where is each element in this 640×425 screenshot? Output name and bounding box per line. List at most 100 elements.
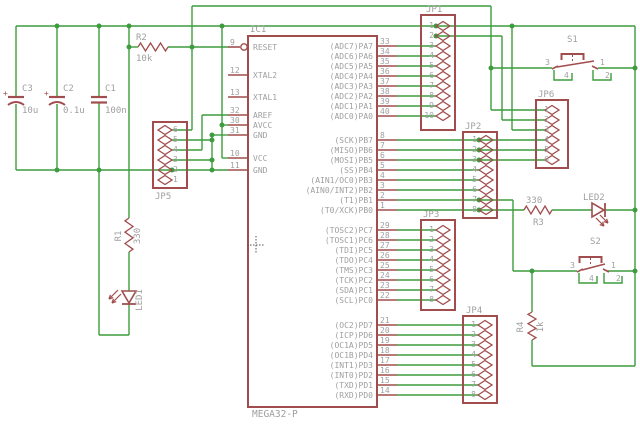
switch-terminal-loop[interactable] [592, 70, 612, 81]
connector-pin-diamond[interactable] [543, 144, 561, 156]
switch-blade[interactable] [556, 60, 595, 68]
connector-pin-diamond[interactable] [476, 359, 494, 371]
connector-pin-diamond[interactable] [434, 70, 452, 82]
switch-terminal-loop[interactable] [553, 70, 573, 81]
connector-pin-diamond[interactable] [476, 379, 494, 391]
switch-terminal-loop[interactable] [578, 273, 598, 284]
connector-pin-diamond[interactable] [476, 339, 494, 351]
connector-body[interactable] [535, 99, 569, 169]
resistor-body[interactable] [523, 204, 553, 216]
connector-body[interactable] [462, 131, 498, 219]
connector-pin-diamond[interactable] [476, 349, 494, 361]
ic-pin-name: RESET [253, 43, 277, 52]
ic-pin-name: (INT0)PD2 [330, 371, 374, 380]
connector-pin-diamond[interactable] [434, 50, 452, 62]
switch-actuator[interactable] [578, 256, 603, 263]
switch-contact[interactable] [602, 268, 610, 273]
connector-pin-diamond[interactable] [477, 144, 495, 156]
connector-pin-diamond[interactable] [543, 124, 561, 136]
connector-pin-diamond[interactable] [476, 389, 494, 401]
connector-body[interactable] [462, 315, 498, 404]
connector-pin-diamond[interactable] [434, 264, 452, 276]
ic-pin-name: (MISO)PB6 [330, 146, 374, 155]
connector-pin-diamond[interactable] [434, 294, 452, 306]
connector-pin-diamond[interactable] [434, 20, 452, 32]
connector-pin-number: 2 [429, 31, 434, 40]
ic-body[interactable] [247, 35, 378, 408]
switch-terminal-loop[interactable] [603, 273, 623, 284]
connector-pin-diamond[interactable] [477, 194, 495, 206]
ic-mega32p[interactable]: IC1MEGA32-P9RESET12XTAL213XTAL132AREF30A… [228, 25, 397, 420]
resistor-body[interactable] [137, 41, 169, 53]
connector-pin-diamond[interactable] [434, 40, 452, 52]
connector-body[interactable] [152, 121, 188, 189]
switch-blade[interactable] [581, 263, 606, 271]
connector-pin-diamond[interactable] [434, 90, 452, 102]
connector-pin-diamond[interactable] [477, 204, 495, 216]
connector-pin-diamond[interactable] [543, 104, 561, 116]
connector-pin-diamond[interactable] [156, 144, 174, 156]
connector-pin-diamond[interactable] [434, 100, 452, 112]
resistor-body[interactable] [526, 311, 538, 341]
connector-pin-diamond[interactable] [434, 234, 452, 246]
led-triangle[interactable] [120, 290, 138, 305]
connector-pin-diamond[interactable] [476, 329, 494, 341]
connector-pin-diamond[interactable] [434, 80, 452, 92]
switch-contact[interactable] [591, 65, 599, 70]
connector-body[interactable] [420, 14, 456, 131]
connector-pin-diamond[interactable] [434, 60, 452, 72]
connector-pin-number: 6 [472, 185, 477, 194]
connector-pin-diamond[interactable] [543, 114, 561, 126]
connector-pin-diamond[interactable] [434, 254, 452, 266]
connector-pin-diamond[interactable] [156, 164, 174, 176]
connector-pin-diamond[interactable] [543, 154, 561, 166]
connector-pin-diamond[interactable] [434, 110, 452, 122]
connector-pin-diamond[interactable] [477, 134, 495, 146]
connector-pin-diamond[interactable] [477, 164, 495, 176]
connector-pin-number: 2 [471, 330, 476, 339]
connector-pin-diamond[interactable] [434, 224, 452, 236]
connector-pin-diamond[interactable] [477, 174, 495, 186]
connector-pin-diamond[interactable] [434, 274, 452, 286]
capacitor-C2[interactable]: +C20.1u [44, 84, 85, 116]
connector-pin-diamond[interactable] [156, 154, 174, 166]
switch-actuator[interactable] [560, 53, 585, 60]
connector-pin-diamond[interactable] [156, 124, 174, 136]
wires[interactable] [15, 5, 636, 396]
resistor-body[interactable] [123, 217, 135, 253]
connector-pin-diamond[interactable] [434, 244, 452, 256]
connector-body[interactable] [420, 219, 456, 311]
connector-pin-diamond[interactable] [156, 134, 174, 146]
connector-pin-diamond[interactable] [156, 174, 174, 186]
connector-pin-diamond[interactable] [477, 154, 495, 166]
ic-pin-number: 3 [380, 181, 385, 190]
ic-pin-name: (SDA)PC1 [334, 286, 373, 295]
led-LED1[interactable]: LED1 [108, 289, 145, 311]
connector-pin-diamond[interactable] [476, 369, 494, 381]
connector-pin-diamond[interactable] [434, 30, 452, 42]
connector-pin-diamond[interactable] [434, 284, 452, 296]
led-triangle[interactable] [591, 201, 606, 219]
connector-pin-number: 5 [429, 265, 434, 274]
led-LED2[interactable]: LED2 [583, 193, 609, 227]
connector-pin-diamond[interactable] [543, 134, 561, 146]
cap-ref-label: C1 [105, 84, 116, 94]
connector-pin-diamond[interactable] [477, 184, 495, 196]
connector-pin-diamond[interactable] [476, 319, 494, 331]
